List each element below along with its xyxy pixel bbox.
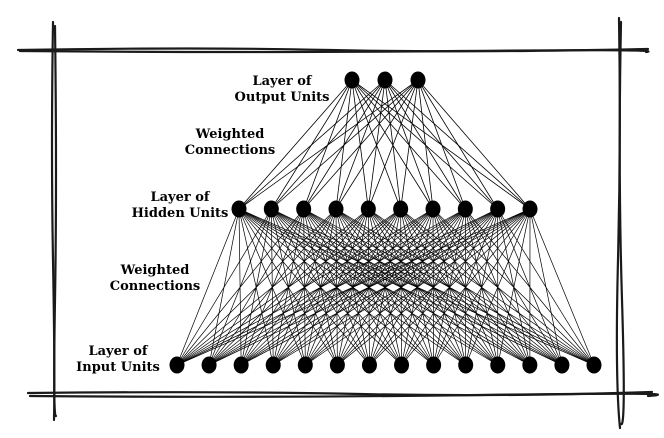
input-unit-2 [201,356,217,374]
hidden-unit-4 [328,200,344,218]
output-hidden-connection [367,79,419,210]
output-hidden-connection [400,79,419,210]
input-unit-7 [361,356,377,374]
output-layer-nodes [344,71,426,89]
frame-bottom-edge-sketch [28,392,660,398]
hidden-layer-label: Layer of Hidden Units [120,190,240,222]
output-connections-label-line1: Weighted [195,127,265,142]
input-unit-8 [394,356,410,374]
hidden-unit-10 [522,200,538,218]
hidden-unit-1 [231,200,247,218]
hidden-input-connection [529,208,595,366]
input-unit-13 [554,356,570,374]
hidden-unit-7 [425,200,441,218]
hidden-input-connection [240,208,531,366]
hidden-input-connection [176,208,272,366]
input-unit-10 [458,356,474,374]
input-unit-5 [297,356,313,374]
input-unit-3 [233,356,249,374]
hidden-input-connection [337,208,531,366]
hidden-input-connection [433,208,531,366]
input-layer-label-line2: Input Units [76,360,160,375]
input-connections-label-line2: Connections [109,279,201,294]
output-layer-label: Layer of Output Units [222,74,342,106]
hidden-layer-label-line1: Layer of [150,190,210,205]
input-unit-6 [329,356,345,374]
hidden-input-connection [529,208,563,366]
input-unit-14 [586,356,602,374]
output-connections [238,79,531,210]
hidden-input-connection [176,208,434,366]
output-hidden-connection [417,79,499,210]
input-connections-label: Weighted Connections [95,263,215,295]
input-layer-label: Layer of Input Units [58,344,178,376]
frame-top-edge-sketch [18,49,650,54]
output-hidden-connection [303,79,419,210]
hidden-unit-8 [457,200,473,218]
hidden-input-connection [401,208,531,366]
output-layer-label-line2: Output Units [234,90,330,105]
hidden-input-connection [497,208,531,366]
output-unit-2 [377,71,393,89]
output-unit-3 [410,71,426,89]
hidden-layer-nodes [231,200,538,218]
input-connections [176,208,595,366]
hidden-input-connection [176,208,466,366]
hidden-input-connection [176,208,531,366]
frame-right-edge-sketch [618,20,625,426]
hidden-input-connection [176,208,240,366]
input-unit-12 [522,356,538,374]
hidden-input-connection [176,208,337,366]
hidden-input-connection [273,208,531,366]
input-layer-nodes [169,356,602,374]
hidden-input-connection [305,208,531,366]
input-unit-1 [169,356,185,374]
output-layer-label-line1: Layer of [252,74,312,89]
hidden-input-connection [208,208,531,366]
output-hidden-connection [238,79,386,210]
hidden-layer-label-line2: Hidden Units [131,206,229,221]
input-unit-9 [426,356,442,374]
hidden-input-connection [369,208,531,366]
hidden-unit-2 [263,200,279,218]
output-hidden-connection [271,79,419,210]
output-connections-label: Weighted Connections [170,127,290,159]
output-hidden-connection [417,79,434,210]
input-unit-4 [265,356,281,374]
input-layer-label-line1: Layer of [88,344,148,359]
output-hidden-connection [238,79,419,210]
hidden-unit-6 [393,200,409,218]
hand-drawn-frame [16,16,660,430]
hidden-input-connection [176,208,498,366]
output-unit-1 [344,71,360,89]
hidden-input-connection [465,208,531,366]
input-connections-label-line1: Weighted [120,263,190,278]
hidden-input-connection [176,208,401,366]
output-hidden-connection [417,79,466,210]
hidden-unit-3 [296,200,312,218]
output-hidden-connection [417,79,531,210]
hidden-unit-9 [490,200,506,218]
hidden-input-connection [176,208,304,366]
frame-left-edge-sketch [53,24,58,418]
input-unit-11 [490,356,506,374]
hidden-input-connection [176,208,369,366]
output-connections-label-line2: Connections [184,143,276,158]
hidden-unit-5 [360,200,376,218]
output-hidden-connection [335,79,419,210]
output-hidden-connection [238,79,353,210]
